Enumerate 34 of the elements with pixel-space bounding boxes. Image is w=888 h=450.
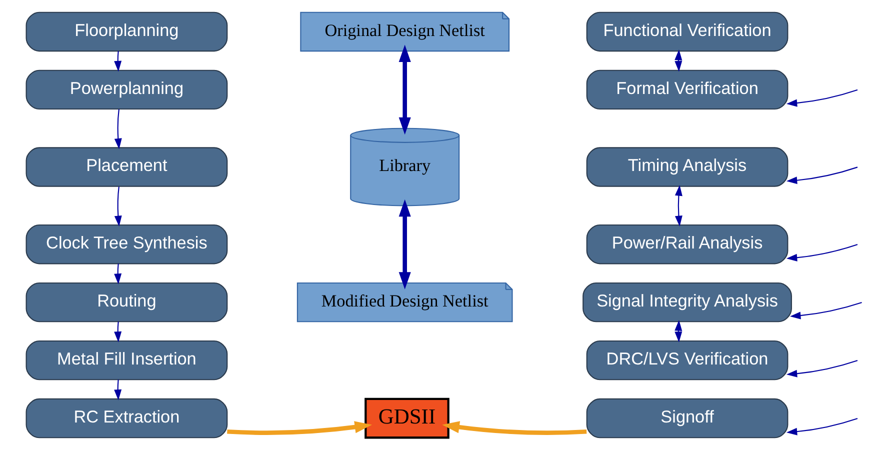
node-box: Clock Tree Synthesis: [25, 224, 228, 264]
node-box: Signal Integrity Analysis: [582, 282, 792, 322]
node-box: Metal Fill Insertion: [25, 340, 228, 380]
node-box: Powerplanning: [25, 70, 228, 110]
node-box: Floorplanning: [25, 12, 228, 52]
node-box: RC Extraction: [25, 398, 228, 438]
node-box: GDSII: [364, 398, 449, 439]
node-box: Signoff: [586, 398, 788, 438]
node-box: Formal Verification: [586, 70, 788, 110]
node-box: Timing Analysis: [586, 147, 788, 187]
arrow: [786, 244, 858, 262]
arrow: [114, 264, 122, 284]
arrow: [114, 322, 122, 342]
node-box: DRC/LVS Verification: [586, 340, 788, 380]
arrow: [786, 166, 858, 184]
arrow: [786, 360, 858, 378]
arrow: [786, 89, 858, 107]
node-box: Functional Verification: [586, 12, 788, 52]
arrow: [674, 185, 682, 227]
arrow: [398, 44, 410, 135]
arrow: [226, 421, 372, 435]
arrow: [786, 418, 858, 436]
arrow: [789, 302, 862, 320]
arrow: [442, 421, 586, 435]
node-box: Routing: [25, 282, 228, 322]
node-box: Power/Rail Analysis: [586, 224, 788, 264]
arrow: [114, 380, 122, 400]
arrow: [114, 109, 122, 150]
arrow: [674, 49, 682, 72]
arrow: [674, 320, 682, 342]
node-box: Placement: [25, 147, 228, 187]
arrow: [398, 199, 410, 290]
arrow: [114, 186, 122, 227]
arrow: [114, 51, 122, 72]
